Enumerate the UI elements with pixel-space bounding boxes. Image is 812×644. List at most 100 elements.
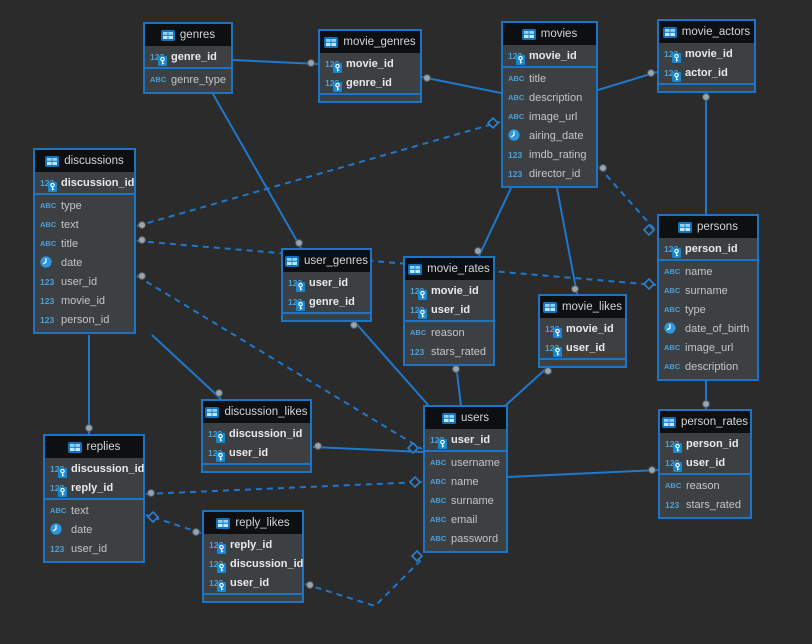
relation-reply_likes-users[interactable] <box>304 559 422 608</box>
relation-discussions-movies[interactable] <box>136 121 501 227</box>
table-header[interactable]: replies <box>45 436 143 458</box>
table-header[interactable]: movie_rates <box>405 258 493 280</box>
table-header[interactable]: movie_actors <box>659 21 754 43</box>
relation-movie_rates-movies[interactable] <box>478 187 512 257</box>
relation-discussions-persons[interactable] <box>136 240 657 286</box>
relation-replies-users[interactable] <box>145 481 423 495</box>
relation-movie_likes-movies[interactable] <box>556 187 578 295</box>
relation-movies-persons[interactable] <box>598 166 657 232</box>
column-row-date[interactable]: date <box>45 520 143 539</box>
table-header[interactable]: discussions <box>35 150 134 172</box>
table-header[interactable]: users <box>425 407 506 429</box>
relation-movie_rates-users[interactable] <box>455 363 462 407</box>
table-header[interactable]: user_genres <box>283 250 370 272</box>
column-row-date_of_birth[interactable]: date_of_birth <box>659 319 757 338</box>
table-header[interactable]: persons <box>659 216 757 238</box>
table-header[interactable]: genres <box>145 24 231 46</box>
table-header[interactable]: movie_genres <box>320 31 420 53</box>
relation-movie_likes-users[interactable] <box>504 365 550 407</box>
relation-discussion_likes-discussions[interactable] <box>151 334 222 400</box>
relation-movie_actors-movies[interactable] <box>597 71 658 91</box>
column-row-date[interactable]: date <box>35 253 134 272</box>
relation-movie_genres-movies[interactable] <box>421 76 502 94</box>
relation-discussion_likes-users[interactable] <box>312 446 424 453</box>
relation-reply_likes-replies[interactable] <box>145 514 202 534</box>
table-header[interactable]: movie_likes <box>540 296 625 318</box>
relation-person_rates-users[interactable] <box>507 469 659 478</box>
table-header[interactable]: movies <box>503 23 596 45</box>
relation-user_genres-users[interactable] <box>352 319 430 407</box>
table-header[interactable]: reply_likes <box>204 512 302 534</box>
table-header[interactable]: person_rates <box>660 411 750 433</box>
relation-user_genres-genres[interactable] <box>212 93 302 249</box>
relation-genres-movie_genres[interactable] <box>232 59 319 65</box>
table-header[interactable]: discussion_likes <box>203 401 310 423</box>
column-row-airing_date[interactable]: airing_date <box>503 126 596 145</box>
relation-discussions-users[interactable] <box>136 275 423 450</box>
